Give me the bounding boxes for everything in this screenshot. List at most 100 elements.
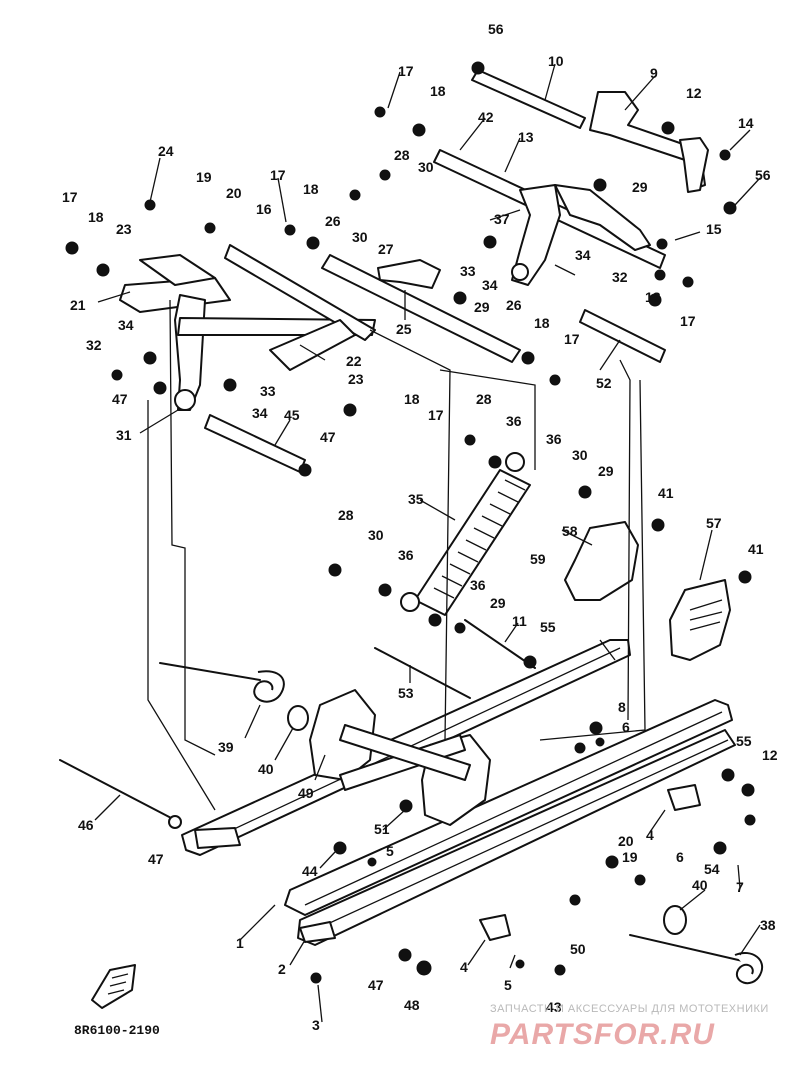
callout-17: 17 — [270, 167, 286, 183]
callout-35: 35 — [408, 491, 424, 507]
cross-shaft-assembly — [309, 689, 491, 826]
callout-29: 29 — [598, 463, 614, 479]
callout-15: 15 — [706, 221, 722, 237]
callout-33: 33 — [260, 383, 276, 399]
callout-36: 36 — [398, 547, 414, 563]
callout-2: 2 — [278, 961, 286, 977]
callout-40: 40 — [258, 761, 274, 777]
callout-43: 43 — [546, 999, 562, 1015]
callout-42: 42 — [478, 109, 494, 125]
callout-14: 14 — [738, 115, 754, 131]
callout-24: 24 — [158, 143, 174, 159]
callout-5: 5 — [386, 843, 394, 859]
callout-39: 39 — [218, 739, 234, 755]
callout-34: 34 — [252, 405, 268, 421]
callout-41: 41 — [748, 541, 764, 557]
callout-28: 28 — [476, 391, 492, 407]
watermark: ЗАПЧАСТИ И АКСЕССУАРЫ ДЛЯ МОТОТЕХНИКИ PA… — [490, 1003, 769, 1051]
callout-26: 26 — [506, 297, 522, 313]
callout-22: 22 — [346, 353, 362, 369]
callout-30: 30 — [352, 229, 368, 245]
callout-49: 49 — [298, 785, 314, 801]
callout-30: 30 — [572, 447, 588, 463]
callout-6: 6 — [676, 849, 684, 865]
callout-47: 47 — [112, 391, 128, 407]
callout-56: 56 — [488, 21, 504, 37]
callout-16: 16 — [256, 201, 272, 217]
callout-25: 25 — [396, 321, 412, 337]
callout-52: 52 — [596, 375, 612, 391]
callout-32: 32 — [86, 337, 102, 353]
callout-5: 5 — [504, 977, 512, 993]
callout-17: 17 — [680, 313, 696, 329]
callout-4: 4 — [460, 959, 468, 975]
callout-17: 17 — [62, 189, 78, 205]
callout-34: 34 — [118, 317, 134, 333]
callout-18: 18 — [404, 391, 420, 407]
callout-6: 6 — [622, 719, 630, 735]
callout-12: 12 — [762, 747, 778, 763]
callout-36: 36 — [546, 431, 562, 447]
callout-50: 50 — [570, 941, 586, 957]
callout-9: 9 — [650, 65, 658, 81]
callout-20: 20 — [226, 185, 242, 201]
fastener-hardware — [65, 61, 756, 984]
callout-3: 3 — [312, 1017, 320, 1033]
upper-shaft-assembly — [204, 69, 709, 473]
callout-7: 7 — [736, 879, 744, 895]
callout-32: 32 — [612, 269, 628, 285]
callout-28: 28 — [394, 147, 410, 163]
shock-absorber — [400, 452, 531, 616]
callout-4: 4 — [646, 827, 654, 843]
callout-26: 26 — [325, 213, 341, 229]
callout-33: 33 — [460, 263, 476, 279]
callout-53: 53 — [398, 685, 414, 701]
right-slide-rail — [284, 699, 736, 946]
callout-44: 44 — [302, 863, 318, 879]
callout-28: 28 — [338, 507, 354, 523]
callout-34: 34 — [482, 277, 498, 293]
callout-20: 20 — [618, 833, 634, 849]
callout-18: 18 — [303, 181, 319, 197]
callout-labels: 56 10 9 12 14 56 15 29 17 18 42 13 28 30… — [62, 21, 778, 1033]
callout-8: 8 — [618, 699, 626, 715]
diagram-code: 8R6100-2190 — [74, 1023, 160, 1038]
watermark-brand: PARTSFOR.RU — [490, 1018, 715, 1051]
callout-58: 58 — [562, 523, 578, 539]
callout-30: 30 — [418, 159, 434, 175]
callout-51: 51 — [374, 821, 390, 837]
callout-18: 18 — [645, 289, 661, 305]
assembly-reference-lines — [147, 299, 646, 811]
callout-59: 59 — [530, 551, 546, 567]
callout-36: 36 — [470, 577, 486, 593]
callout-19: 19 — [196, 169, 212, 185]
callout-29: 29 — [632, 179, 648, 195]
callout-29: 29 — [490, 595, 506, 611]
callout-31: 31 — [116, 427, 132, 443]
callout-34: 34 — [575, 247, 591, 263]
callout-40: 40 — [692, 877, 708, 893]
callout-17: 17 — [428, 407, 444, 423]
front-arm-assembly — [119, 244, 376, 411]
callout-17: 17 — [564, 331, 580, 347]
callout-29: 29 — [474, 299, 490, 315]
callout-47: 47 — [148, 851, 164, 867]
watermark-tagline: ЗАПЧАСТИ И АКСЕССУАРЫ ДЛЯ МОТОТЕХНИКИ — [490, 1003, 769, 1015]
callout-23: 23 — [116, 221, 132, 237]
callout-30: 30 — [368, 527, 384, 543]
callout-1: 1 — [236, 935, 244, 951]
leader-lines — [94, 63, 761, 1023]
callout-55: 55 — [736, 733, 752, 749]
callout-54: 54 — [704, 861, 720, 877]
callout-37: 37 — [494, 211, 510, 227]
callout-36: 36 — [506, 413, 522, 429]
stopper-plates — [564, 521, 731, 661]
callout-12: 12 — [686, 85, 702, 101]
callout-10: 10 — [548, 53, 564, 69]
callout-56: 56 — [755, 167, 771, 183]
callout-47: 47 — [320, 429, 336, 445]
callout-18: 18 — [534, 315, 550, 331]
callout-18: 18 — [430, 83, 446, 99]
